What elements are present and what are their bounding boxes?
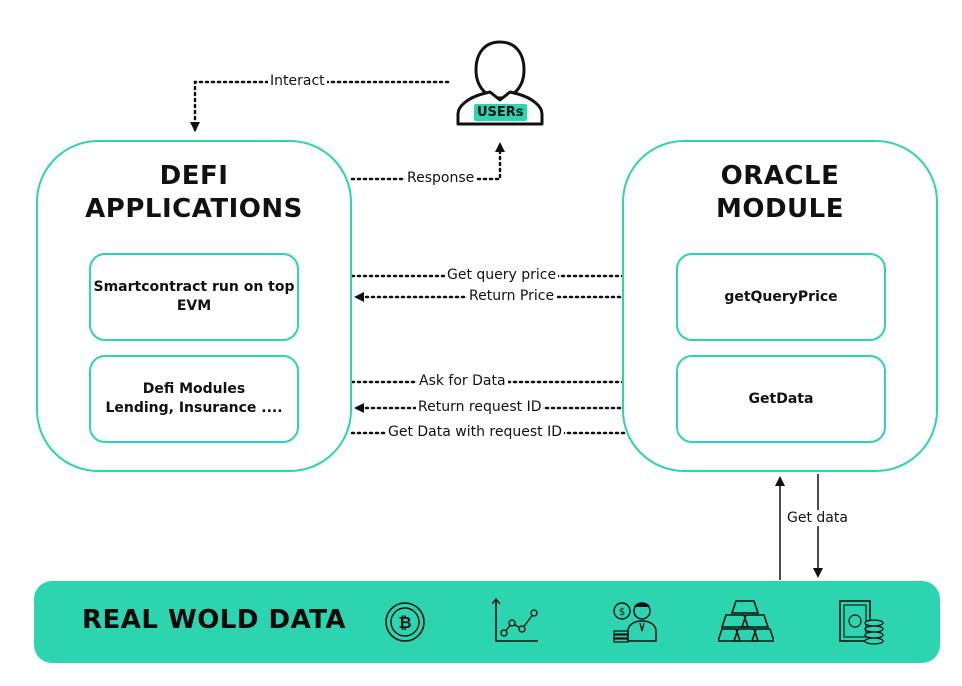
get-data-request-id-label: Get Data with request ID <box>386 424 565 440</box>
smartcontract-box[interactable]: Smartcontract run on top EVM <box>89 253 299 341</box>
ask-for-data-label: Ask for Data <box>417 373 508 389</box>
defi-title-line1: DEFI <box>159 161 229 191</box>
svg-text:₿: ₿ <box>398 613 411 632</box>
get-data-text: GetData <box>748 390 814 407</box>
interact-arrow <box>190 80 450 132</box>
return-request-id-label: Return request ID <box>416 399 544 415</box>
oracle-title-line1: ORACLE <box>720 161 840 191</box>
svg-text:$: $ <box>619 607 625 618</box>
oracle-title: ORACLE MODULE <box>624 160 936 225</box>
real-world-data-title: REAL WOLD DATA <box>82 605 347 635</box>
bitcoin-icon: ₿ <box>385 602 425 642</box>
money-stack-icon <box>839 600 884 645</box>
defi-modules-line1: Defi Modules <box>142 381 246 398</box>
response-arrow <box>350 142 505 181</box>
return-price-label: Return Price <box>467 288 557 304</box>
get-data-label: Get data <box>785 510 850 526</box>
user-label: USERs <box>474 104 527 121</box>
get-data-box[interactable]: GetData <box>676 355 886 443</box>
oracle-title-line2: MODULE <box>716 193 844 224</box>
smartcontract-line2: EVM <box>176 298 212 314</box>
defi-modules-line2: Lending, Insurance .... <box>105 400 283 416</box>
smartcontract-line1: Smartcontract run on top <box>93 279 295 296</box>
get-query-price-box[interactable]: getQueryPrice <box>676 253 886 341</box>
real-world-data-bar: REAL WOLD DATA ₿ $ <box>34 581 940 663</box>
response-label: Response <box>405 170 477 186</box>
defi-title: DEFI APPLICATIONS <box>38 160 350 225</box>
gold-bars-icon <box>718 600 774 642</box>
get-query-price-label: Get query price <box>445 267 559 283</box>
chart-icon <box>492 597 538 642</box>
defi-modules-box[interactable]: Defi Modules Lending, Insurance .... <box>89 355 299 443</box>
interact-label: Interact <box>268 73 327 89</box>
trader-icon: $ <box>613 602 657 643</box>
get-query-price-text: getQueryPrice <box>724 288 838 305</box>
defi-title-line2: APPLICATIONS <box>85 193 303 224</box>
